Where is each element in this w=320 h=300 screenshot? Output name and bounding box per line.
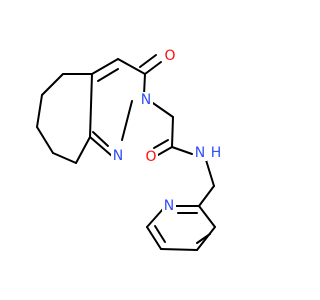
bond <box>117 58 146 75</box>
amide-hydrogen-label: H <box>211 145 222 161</box>
label-mask <box>209 145 223 161</box>
cycloheptane-ring <box>36 73 93 164</box>
bond <box>121 100 133 141</box>
ring-nitrogen-1-label: N <box>113 148 123 164</box>
molecule-drawing: O N N O N H N <box>36 48 223 251</box>
double-bond-line <box>153 139 169 149</box>
bond <box>198 185 215 207</box>
label-mask <box>139 92 153 108</box>
bond <box>36 94 43 128</box>
bond <box>36 126 54 154</box>
pyridazinone-ring <box>89 58 146 157</box>
bond <box>144 61 162 75</box>
bond <box>171 146 193 155</box>
bond <box>89 136 113 157</box>
bond <box>75 136 91 164</box>
acetamide-linker <box>149 100 215 207</box>
pyridine-ring <box>146 205 216 251</box>
bond <box>89 73 93 138</box>
bond <box>157 146 173 156</box>
bond <box>149 100 174 118</box>
bond <box>146 226 162 250</box>
label-mask <box>163 48 177 64</box>
bond <box>171 116 174 148</box>
atom-labels: O N N O N H N <box>111 48 223 214</box>
pyridine-nitrogen-label: N <box>164 198 174 214</box>
bond <box>160 248 198 251</box>
double-bond-line <box>92 131 109 147</box>
bond <box>196 226 216 251</box>
double-bond-line <box>139 54 157 68</box>
double-bond-line <box>196 233 211 244</box>
ring-nitrogen-2-label: N <box>141 92 151 108</box>
bond <box>91 58 119 75</box>
molecule-canvas: O N N O N H N <box>36 48 223 251</box>
bond <box>41 73 64 96</box>
label-mask <box>193 145 207 161</box>
ring-carbonyl-oxygen-label: O <box>164 48 175 64</box>
bond <box>143 73 146 96</box>
bond <box>205 159 215 187</box>
ring-carbonyl <box>139 54 162 75</box>
double-bond-line <box>154 225 166 243</box>
label-mask <box>111 148 125 164</box>
bond <box>198 205 216 228</box>
label-mask <box>144 149 158 165</box>
bond <box>52 152 77 164</box>
amide-nitrogen-label: N <box>195 145 205 161</box>
double-bond-line <box>97 68 119 82</box>
label-mask <box>162 198 176 214</box>
amide-oxygen-label: O <box>145 149 156 165</box>
bond <box>146 208 164 228</box>
